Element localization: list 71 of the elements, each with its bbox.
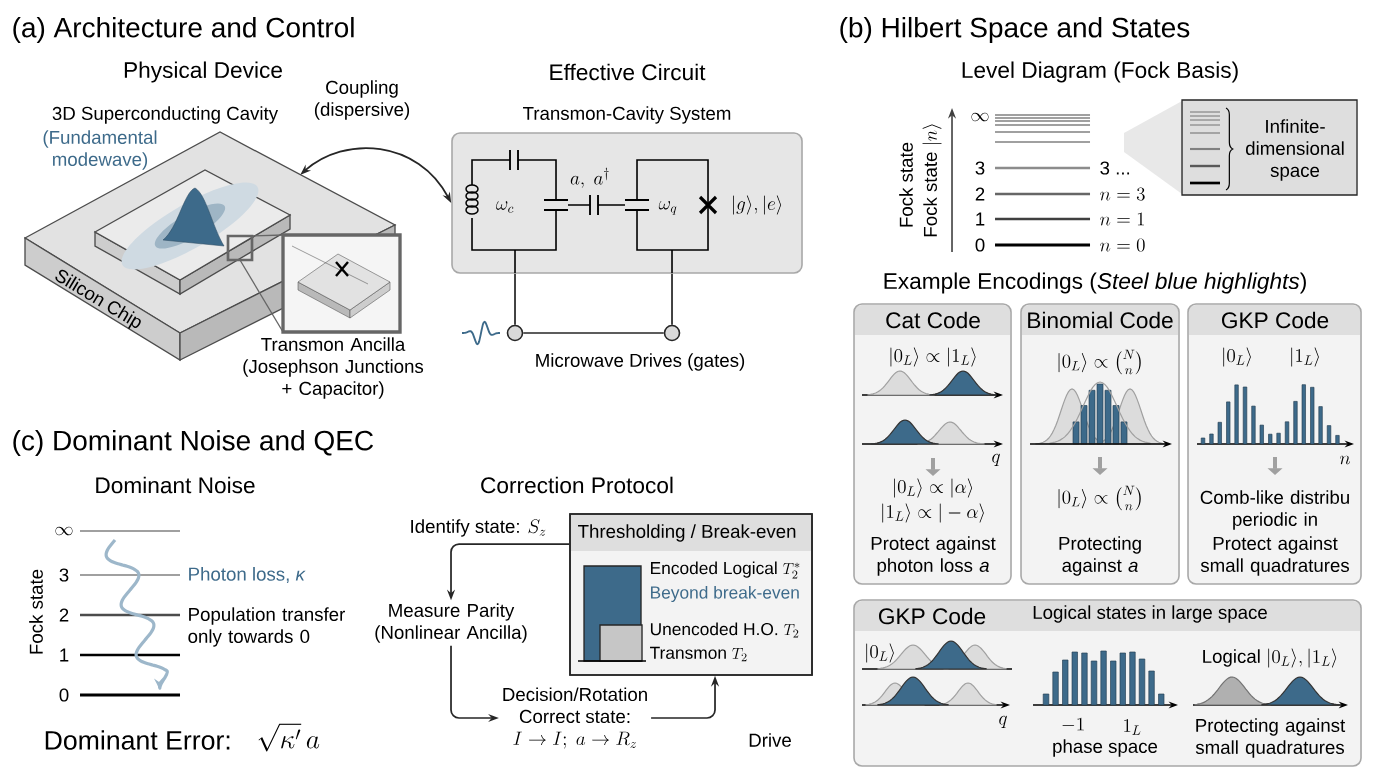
formula-label: $a,\ a^\dagger$ — [570, 167, 609, 188]
axis-label: $n$ — [1339, 455, 1351, 465]
level-label: 1 — [976, 212, 985, 226]
level-label: 2 — [59, 608, 69, 622]
legend-text: $\text{Transmon } T_2$ — [650, 646, 747, 662]
level-label: 3 — [975, 161, 985, 175]
level-label: $n = 1$ — [1100, 212, 1144, 226]
level-label: 2 — [975, 187, 985, 201]
annotation-text: Population transfer only towards 0 — [188, 607, 345, 647]
level-label: 3 — [59, 568, 69, 582]
axis-label: $\text{Fock state } |n\rangle$ — [922, 124, 942, 237]
formula-label: $\omega_q$ — [658, 200, 677, 215]
axis-label: $q$ — [999, 715, 1007, 728]
tick-label: $1_L$ — [1124, 719, 1141, 735]
legend-text: $\text{Encoded Logical } T_2^*$ — [651, 561, 800, 579]
panel-title: (a) Architecture and Control — [13, 16, 354, 44]
annotation-text: Photon loss, κ — [189, 567, 306, 583]
description-text: Protect against photon loss a — [871, 536, 996, 576]
axis-label: $q$ — [992, 453, 1000, 466]
component-label: Microwave Drives (gates) — [536, 353, 745, 371]
formula-label: $|1_L\rangle \propto |-\alpha\rangle$ — [882, 503, 984, 523]
component-label: (Fundamental modewave) — [43, 130, 157, 170]
formula-label: $|g\rangle, |e\rangle$ — [733, 195, 782, 215]
level-label: 0 — [59, 688, 69, 702]
section-heading: Dominant Noise — [96, 476, 255, 494]
error-formula: $\sqrt{\kappa'}\,a$ — [258, 723, 320, 752]
formula-label: $|0_L\rangle \propto |1_L\rangle$ — [890, 347, 976, 367]
formula-label: $|0_L\rangle \propto |\alpha\rangle$ — [894, 478, 973, 498]
level-label: $n = 0$ — [1100, 238, 1145, 252]
drive-port — [506, 324, 524, 342]
wire — [671, 272, 673, 326]
section-heading: Effective Circuit — [550, 63, 706, 81]
description-text: Comb-like distribu periodic in — [1200, 490, 1349, 530]
error-label: Dominant Error: — [45, 730, 230, 750]
formula-label: $|1_L\rangle$ — [1291, 347, 1319, 367]
component-label: Transmon Ancilla (Josephson Junctions + Capacitor) — [243, 337, 424, 399]
level-label: 1 — [60, 648, 69, 662]
description-text: Protect against small quadratures — [1200, 536, 1349, 576]
axis-label: Fock state — [29, 569, 43, 654]
description-text: Protecting against small quadratures — [1195, 718, 1346, 758]
wire — [522, 332, 665, 334]
level-label: $\infty$ — [971, 112, 989, 122]
wire — [514, 272, 516, 326]
axis-label: phase space — [1053, 739, 1158, 757]
legend-text: Beyond break-even — [651, 585, 799, 603]
edge-label: $\text{Identify state: } S_z$ — [408, 518, 548, 539]
formula-label: $|0_L\rangle$ — [1223, 347, 1251, 367]
component-label: 3D Superconducting Cavity — [52, 106, 279, 124]
drive-port — [663, 324, 681, 342]
step-label: Measure Parity (Nonlinear Ancilla) — [375, 603, 527, 643]
formula-label: $|0_L\rangle$ — [866, 643, 894, 663]
edge-label: Coupling (dispersive) — [310, 78, 414, 122]
tick-label: $-1$ — [1062, 717, 1084, 731]
section-heading: Level Diagram (Fock Basis) — [962, 61, 1238, 83]
section-heading: Correction Protocol — [481, 476, 673, 494]
level-label: $\infty$ — [55, 526, 73, 536]
formula-label: $\omega_c$ — [496, 201, 514, 213]
legend-text: $\text{Unencoded H.O. } T_2$ — [650, 622, 799, 638]
level-label: 0 — [975, 238, 985, 252]
panel-title: (c) Dominant Noise and QEC — [13, 429, 374, 457]
step-label: Decision/Rotation Correct state: $I \to I;\ a \to R_z$ — [503, 687, 647, 749]
formula-label: $|0_L\rangle \propto \binom{N}{n}$ — [1058, 485, 1141, 511]
description-text: Protecting against a — [1059, 536, 1141, 576]
section-heading: Physical Device — [124, 61, 282, 83]
card-subtitle: Logical states in large space — [1033, 605, 1267, 623]
formula-label: $|0_L\rangle \propto \binom{N}{n}$ — [1058, 349, 1141, 375]
panel-title: (b) Hilbert Space and States — [840, 16, 1190, 44]
formula-label: $\text{Logical } |0_L\rangle, |1_L\rangle$ — [1203, 648, 1337, 668]
section-heading: Example Encodings (Steel blue highlights) — [884, 272, 1306, 294]
step-label: Drive — [749, 733, 791, 747]
axis-label: Fock state — [899, 142, 913, 227]
